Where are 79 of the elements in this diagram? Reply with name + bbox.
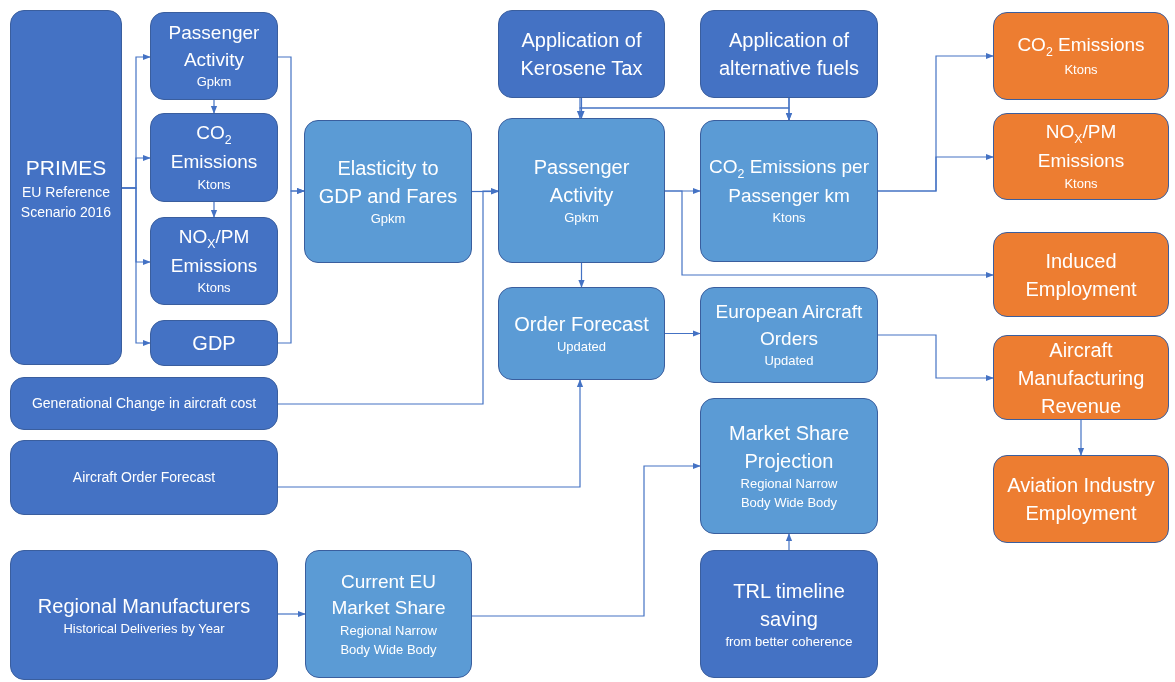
box-heading: PRIMES	[25, 154, 107, 181]
process-box	[150, 12, 278, 100]
box-heading: Current EU Market Share	[330, 569, 447, 621]
process-box	[10, 440, 278, 515]
arrow	[210, 201, 218, 218]
arrow	[471, 462, 701, 617]
process-box	[700, 550, 878, 678]
process-box	[10, 550, 278, 680]
box-subtitle: Updated	[556, 338, 607, 357]
arrow	[664, 330, 701, 337]
box-subtitle: Regional Narrow Body Wide Body	[739, 475, 839, 512]
box-subtitle: EU Reference Scenario 2016	[19, 182, 113, 223]
process-box	[498, 10, 665, 98]
process-box	[993, 113, 1169, 200]
box-subtitle: Aircraft Order Forecast	[72, 468, 216, 488]
box-heading: CO$_{2}$ Emissions per Passenger km	[709, 154, 869, 208]
process-box	[305, 550, 472, 678]
arrow	[1077, 419, 1085, 456]
box-subtitle: Gpkm	[196, 73, 232, 92]
process-box	[10, 10, 122, 365]
arrow	[578, 97, 585, 119]
process-box	[498, 287, 665, 380]
arrow	[277, 187, 305, 344]
box-subtitle: Gpkm	[564, 209, 599, 228]
box-subtitle: Historical Deliveries by Year	[63, 619, 225, 638]
process-box	[150, 113, 278, 202]
arrow	[664, 190, 994, 279]
box-heading: CO$_{2}$ Emissions	[169, 121, 259, 175]
box-heading: NO$_{X}$/PM Emissions	[1036, 120, 1126, 174]
box-subtitle: Updated	[764, 352, 814, 371]
box-heading: Aircraft Manufacturing Revenue	[1016, 337, 1146, 419]
process-box	[993, 335, 1169, 420]
box-subtitle: Ktons	[1064, 61, 1098, 80]
box-heading: GDP	[192, 331, 236, 356]
box-subtitle: Generational Change in aircraft cost	[31, 394, 257, 414]
box-subtitle: Ktons	[197, 175, 231, 194]
box-heading: Aviation Industry Employment	[1006, 473, 1156, 526]
process-box	[993, 455, 1169, 543]
process-box	[304, 120, 472, 263]
arrow	[277, 379, 584, 488]
process-box	[150, 320, 278, 366]
arrow	[785, 97, 793, 121]
box-subtitle: Regional Narrow Body Wide Body	[339, 621, 438, 659]
process-box	[993, 12, 1169, 100]
process-box	[700, 398, 878, 534]
box-heading: Market Share Projection	[727, 421, 851, 475]
box-heading: Elasticity to GDP and Fares	[317, 156, 459, 210]
process-box	[150, 217, 278, 305]
box-subtitle: from better coherence	[725, 632, 853, 651]
process-box	[993, 232, 1169, 317]
box-heading: Application of alternative fuels	[717, 28, 861, 81]
box-heading: CO$_{2}$ Emissions	[1017, 33, 1145, 61]
process-box	[700, 287, 878, 383]
arrow	[877, 334, 994, 382]
box-heading: Application of Kerosene Tax	[519, 28, 644, 81]
box-subtitle: Ktons	[1064, 174, 1098, 193]
arrow	[121, 187, 151, 347]
box-heading: NO$_{X}$/PM Emissions	[169, 224, 259, 278]
box-heading: European Aircraft Orders	[714, 300, 864, 351]
process-box	[700, 120, 878, 262]
arrow	[471, 188, 499, 195]
arrow	[578, 262, 585, 288]
arrow	[277, 187, 499, 405]
box-heading: TRL timeline saving	[732, 578, 846, 632]
arrow	[877, 153, 994, 192]
box-heading: Induced Employment	[1024, 248, 1138, 302]
arrow	[277, 610, 306, 618]
box-heading: Passenger Activity	[167, 21, 261, 72]
box-heading: Regional Manufacturers	[37, 593, 251, 619]
process-box	[498, 118, 665, 263]
box-heading: Passenger Activity	[532, 155, 631, 209]
arrow	[210, 99, 218, 114]
box-heading: Order Forecast	[514, 312, 649, 338]
box-subtitle: Ktons	[772, 209, 806, 228]
box-subtitle: Gpkm	[370, 210, 406, 229]
box-subtitle: Ktons	[197, 279, 231, 298]
process-box	[10, 377, 278, 430]
arrow	[785, 533, 793, 551]
process-box	[700, 10, 878, 98]
